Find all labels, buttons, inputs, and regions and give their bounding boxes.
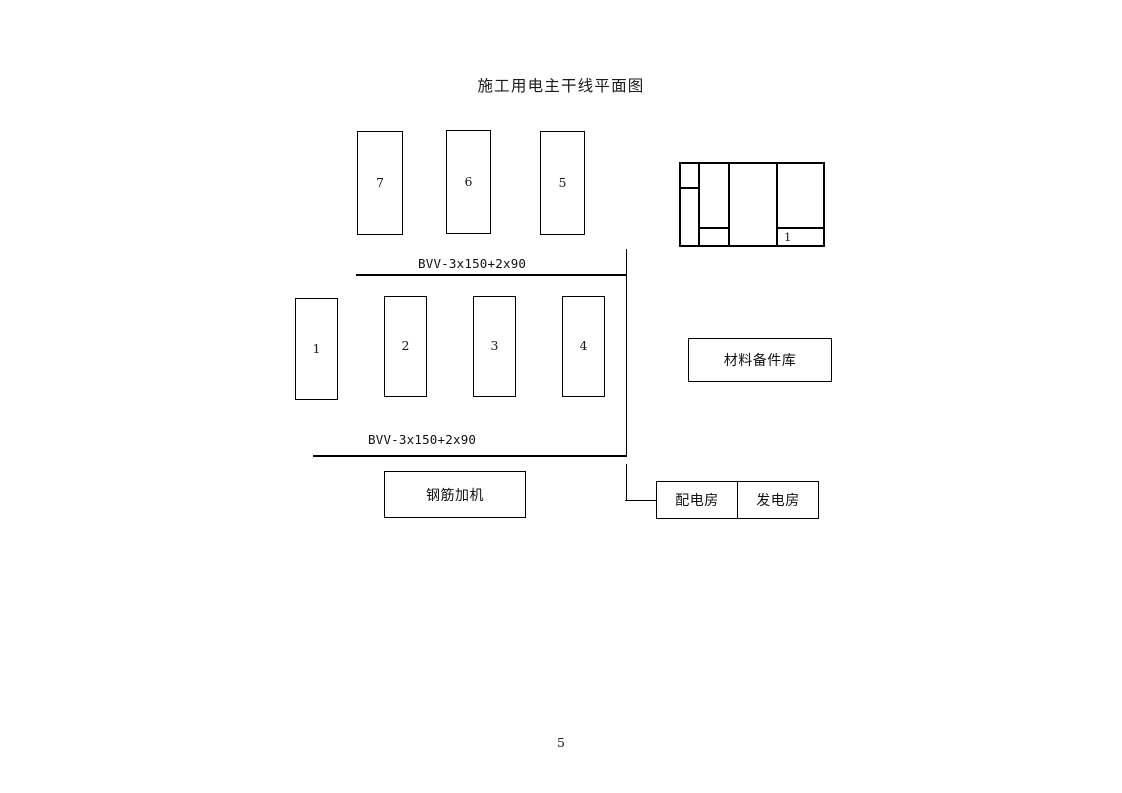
building-block-5: 5 xyxy=(540,131,585,235)
facility-rebar-machine: 钢筋加机 xyxy=(384,471,526,518)
building-block-label: 3 xyxy=(490,338,499,354)
cable-line-drop-vertical xyxy=(625,464,628,501)
facility-label: 配电房 xyxy=(675,493,719,509)
facility-label: 发电房 xyxy=(756,493,800,509)
cable-line-bottom-horizontal xyxy=(313,455,627,457)
cable-line-top-horizontal xyxy=(356,274,627,276)
building-block-7: 7 xyxy=(357,131,403,235)
building-block-6: 6 xyxy=(446,130,491,234)
facility-generator-room: 发电房 xyxy=(737,482,818,518)
cable-label-bottom: BVV-3x150+2x90 xyxy=(368,432,477,447)
compound-divider-h1 xyxy=(679,187,700,189)
compound-divider-v1 xyxy=(698,162,700,247)
facility-label: 钢筋加机 xyxy=(426,487,484,504)
compound-outline-left xyxy=(679,162,681,247)
building-block-2: 2 xyxy=(384,296,427,397)
facility-label: 材料备件库 xyxy=(723,353,797,369)
cable-label-top: BVV-3x150+2x90 xyxy=(418,256,527,271)
facility-distribution-room: 配电房 xyxy=(657,482,737,518)
compound-divider-v3 xyxy=(776,162,778,247)
compound-outline-bottom xyxy=(679,245,825,247)
facility-power-rooms: 配电房 发电房 xyxy=(656,481,819,519)
building-block-4: 4 xyxy=(562,296,605,397)
building-block-label: 2 xyxy=(401,338,410,354)
building-block-label: 7 xyxy=(376,174,384,190)
compound-divider-h3 xyxy=(776,227,825,229)
building-block-1: 1 xyxy=(295,298,338,400)
building-block-3: 3 xyxy=(473,296,516,397)
building-block-label: 6 xyxy=(464,173,473,189)
compound-cell-label: 1 xyxy=(784,230,792,244)
cable-line-trunk-vertical xyxy=(625,249,628,456)
cable-line-drop-horizontal xyxy=(625,499,657,502)
page-number: 5 xyxy=(557,735,565,750)
compound-outline-top xyxy=(679,162,825,164)
compound-outline-right xyxy=(823,162,825,247)
building-block-label: 4 xyxy=(579,338,588,354)
facility-material-warehouse: 材料备件库 xyxy=(688,338,832,382)
building-block-label: 1 xyxy=(312,340,321,356)
compound-divider-v2 xyxy=(728,162,730,247)
page-title: 施工用电主干线平面图 xyxy=(477,77,645,95)
compound-divider-h2 xyxy=(698,227,730,229)
compound-plan: 1 xyxy=(679,162,825,247)
building-block-label: 5 xyxy=(558,174,567,190)
